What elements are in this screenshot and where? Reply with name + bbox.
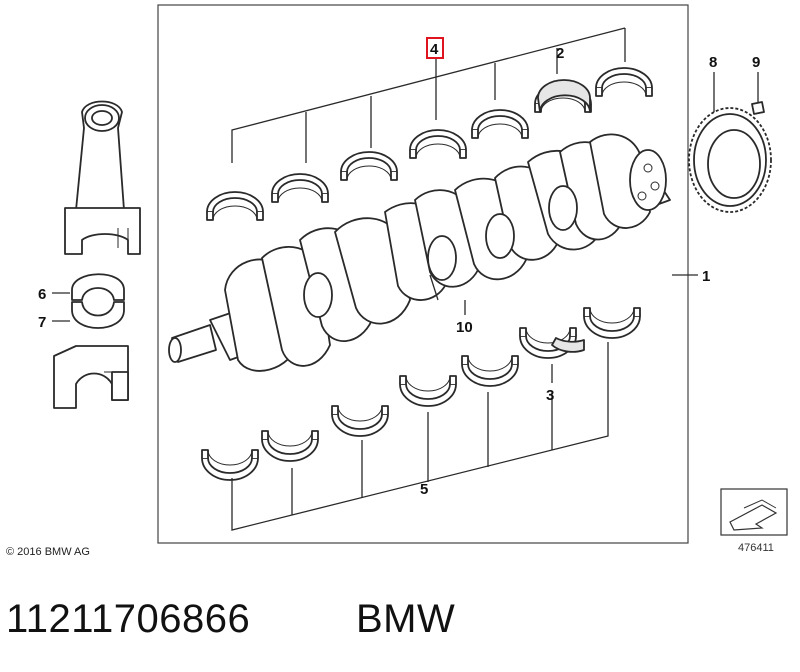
upper-bearing-shells	[206, 67, 653, 221]
bearing-cap	[53, 345, 129, 409]
conrod-bearing-shells	[71, 273, 125, 329]
callout-3[interactable]: 3	[546, 387, 554, 404]
bolt	[751, 72, 765, 115]
diagram-frame	[157, 4, 689, 544]
lower-bearing-shells	[201, 307, 641, 481]
connecting-rod	[64, 100, 141, 255]
brand-name: BMW	[356, 597, 455, 641]
callout-4[interactable]: 4	[430, 41, 439, 58]
leader-lines	[52, 274, 698, 322]
image-number: 476411	[738, 542, 774, 554]
callout-6[interactable]: 6	[38, 286, 46, 303]
callout-7[interactable]: 7	[38, 314, 46, 331]
callout-10[interactable]: 10	[456, 319, 473, 336]
part-number: 11211706866	[6, 597, 250, 641]
image-reference-icon	[720, 488, 788, 536]
callout-2[interactable]: 2	[556, 45, 564, 62]
callout-4-highlight	[426, 37, 444, 59]
callout-1[interactable]: 1	[702, 268, 710, 285]
callout-8[interactable]: 8	[709, 54, 717, 71]
callout-5[interactable]: 5	[420, 481, 428, 498]
copyright-text: © 2016 BMW AG	[6, 546, 90, 558]
upper-shells-bracket	[231, 27, 626, 163]
flywheel-ring	[688, 72, 772, 213]
callout-9[interactable]: 9	[752, 54, 760, 71]
crankshaft	[168, 133, 671, 372]
lower-shells-bracket	[231, 342, 609, 531]
